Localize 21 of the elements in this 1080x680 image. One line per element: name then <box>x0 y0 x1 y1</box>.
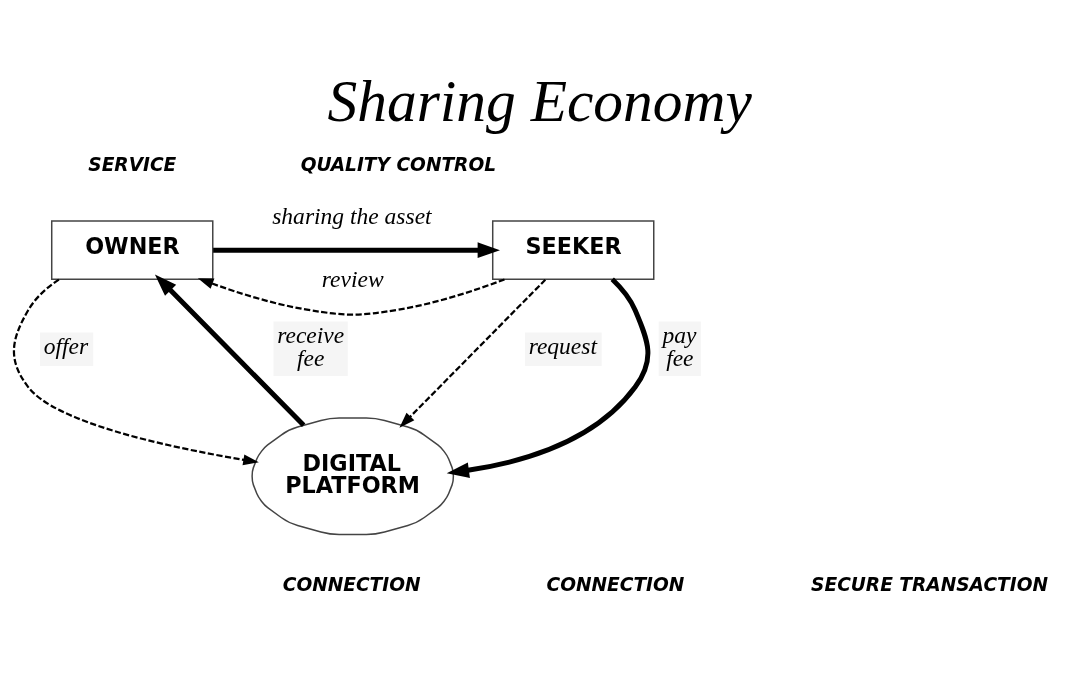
label: QUALITY CONTROL <box>300 153 497 175</box>
arrow <box>154 274 306 427</box>
arrow <box>446 277 651 478</box>
edge-label: pay fee <box>662 321 697 372</box>
arrow <box>399 278 547 428</box>
edge-label: request <box>528 332 597 359</box>
arrow <box>12 278 259 466</box>
edge-label: receive fee <box>277 321 345 372</box>
edge-label: offer <box>43 332 89 359</box>
arrow <box>213 242 500 259</box>
node-box: SEEKER <box>491 220 655 281</box>
node-ellipse: DIGITAL PLATFORM <box>251 417 455 536</box>
arrow <box>197 278 505 316</box>
edge-label: review <box>321 265 384 292</box>
node-box: OWNER <box>51 220 214 281</box>
label: SERVICE <box>88 153 177 175</box>
label: SECURE TRANSACTION <box>811 573 1048 595</box>
diagram-title: Sharing Economy <box>327 68 752 135</box>
label: CONNECTION <box>282 573 421 595</box>
edge-label: sharing the asset <box>272 202 432 229</box>
label: CONNECTION <box>546 573 685 595</box>
